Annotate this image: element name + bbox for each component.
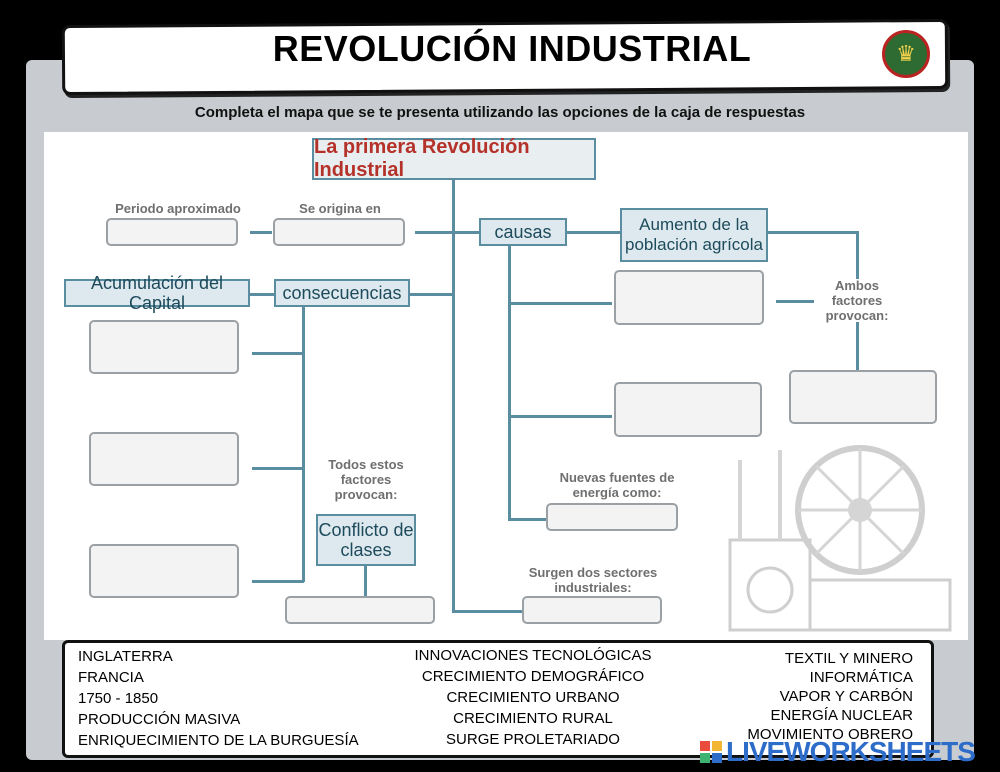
causas-label: causas	[479, 218, 567, 246]
periodo-input[interactable]	[106, 218, 238, 246]
consec1-connector-line	[252, 352, 304, 355]
sectores-input[interactable]	[522, 596, 662, 624]
bottom-connector-line	[452, 610, 524, 613]
causa1-connector-line	[508, 302, 612, 305]
answer-option[interactable]: INFORMÁTICA	[809, 669, 913, 686]
answer-option[interactable]: CRECIMIENTO URBANO	[446, 689, 620, 706]
answer-option[interactable]: VAPOR Y CARBÓN	[779, 688, 913, 705]
answer-option[interactable]: ENRIQUECIMIENTO DE LA BURGUESÍA	[78, 732, 359, 749]
ambos-hint: Ambos factores provocan:	[825, 278, 889, 323]
watermark-text: LIVEWORKSHEETS	[726, 736, 976, 767]
ambos-left-line	[776, 300, 814, 303]
acumulacion-capital-label: Acumulación del Capital	[64, 273, 250, 313]
consecuencia-input-2[interactable]	[89, 432, 239, 486]
liveworksheets-logo-icon	[700, 741, 722, 763]
causa-input-1[interactable]	[614, 270, 764, 325]
answer-option[interactable]: PRODUCCIÓN MASIVA	[78, 711, 241, 728]
periodo-hint: Periodo aproximado	[115, 201, 241, 216]
answer-option[interactable]: INNOVACIONES TECNOLÓGICAS	[414, 647, 652, 664]
aumento-connector-line	[566, 231, 620, 234]
todos-hint: Todos estos factores provocan:	[328, 457, 404, 502]
aumento-right-line	[768, 231, 858, 234]
nuevas-fuentes-hint: Nuevas fuentes de energía como:	[559, 470, 675, 500]
main-vertical-line	[452, 180, 455, 612]
conflicto-clases-label: Conflicto de clases	[316, 514, 416, 566]
instruction-text: Completa el mapa que se te presenta util…	[194, 104, 806, 121]
consecuencias-connector-line	[410, 293, 454, 296]
consecuencias-vertical-line	[302, 306, 305, 582]
consecuencia-input-1[interactable]	[89, 320, 239, 374]
causas-vertical-line	[508, 246, 511, 520]
aumento-poblacion-label: Aumento de la población agrícola	[620, 208, 768, 262]
ambos-top-line	[856, 231, 859, 279]
answers-center-column: INNOVACIONES TECNOLÓGICAS CRECIMIENTO DE…	[400, 645, 666, 750]
answer-option[interactable]: INGLATERRA	[78, 648, 173, 665]
answer-option[interactable]: SURGE PROLETARIADO	[446, 731, 620, 748]
answer-option[interactable]: 1750 - 1850	[78, 690, 159, 707]
periodo-connector-line	[250, 231, 272, 234]
map-main-title: La primera Revolución Industrial	[312, 136, 596, 181]
origina-hint: Se origina en	[299, 201, 381, 216]
steam-machine-illustration	[728, 445, 952, 632]
consecuencia-input-3[interactable]	[89, 544, 239, 598]
answer-option[interactable]: TEXTIL Y MINERO	[784, 650, 913, 667]
consec3-connector-line	[252, 580, 304, 583]
answer-option[interactable]: ENERGÍA NUCLEAR	[770, 707, 913, 724]
energia-input[interactable]	[546, 503, 678, 531]
answer-option[interactable]: CRECIMIENTO RURAL	[453, 710, 613, 727]
liveworksheets-watermark: LIVEWORKSHEETS	[700, 734, 1000, 770]
answer-box	[62, 640, 934, 758]
page-title: REVOLUCIÓN INDUSTRIAL	[272, 28, 752, 69]
answers-left-column: INGLATERRA FRANCIA 1750 - 1850 PRODUCCIÓ…	[78, 646, 359, 751]
causas-connector-line	[415, 231, 479, 234]
consec2-connector-line	[252, 467, 304, 470]
conflicto-connector-line	[364, 566, 367, 596]
surgen-hint: Surgen dos sectores industriales:	[528, 565, 658, 595]
answers-right-column: TEXTIL Y MINERO INFORMÁTICA VAPOR Y CARB…	[710, 649, 913, 744]
answer-option[interactable]: FRANCIA	[78, 669, 144, 686]
consecuencias-label: consecuencias	[274, 279, 410, 307]
answer-option[interactable]: CRECIMIENTO DEMOGRÁFICO	[421, 668, 645, 685]
ambos-result-input[interactable]	[789, 370, 937, 424]
energia-connector-line	[508, 518, 548, 521]
causa-input-2[interactable]	[614, 382, 762, 437]
origen-input[interactable]	[273, 218, 405, 246]
todos-result-input[interactable]	[285, 596, 435, 624]
answer-option[interactable]: MOVIMIENTO OBRERO	[747, 726, 913, 743]
acumulacion-connector-line	[250, 293, 276, 296]
school-logo-icon: ♛	[882, 30, 930, 78]
ambos-bottom-line	[856, 322, 859, 370]
causa2-connector-line	[508, 415, 612, 418]
